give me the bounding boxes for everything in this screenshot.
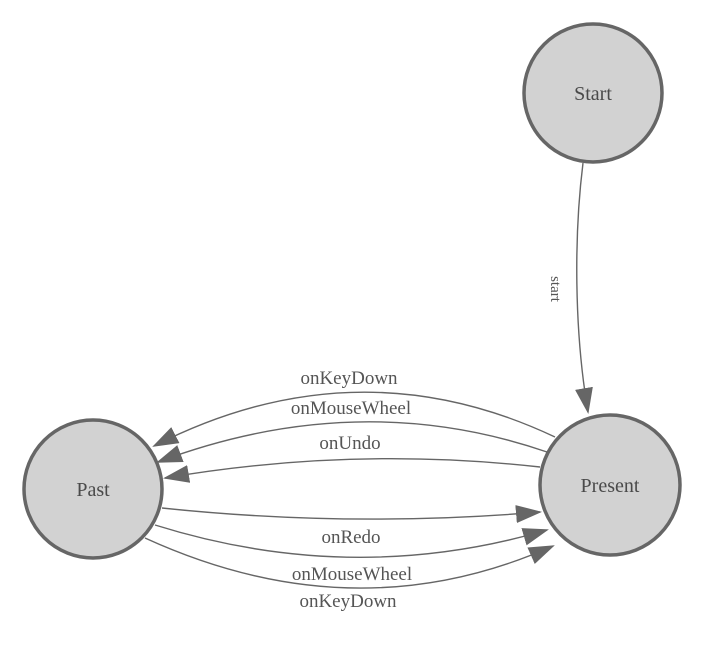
node-past[interactable]: Past	[22, 418, 164, 560]
node-start-circle[interactable]	[522, 22, 664, 164]
edge-present-to-past-onundo: onUndo	[163, 433, 541, 483]
node-present-circle[interactable]	[538, 413, 682, 557]
node-start[interactable]: Start	[522, 22, 664, 164]
edge-line-start	[575, 162, 593, 414]
edge-past-to-present-onredo: onRedo	[161, 505, 542, 548]
edge-label-onmousewheel-bottom: onMouseWheel	[292, 564, 412, 585]
node-past-circle[interactable]	[22, 418, 164, 560]
edge-present-to-past-onkeydown: onKeyDown	[152, 368, 556, 447]
edge-start-to-present: start	[547, 162, 593, 414]
edge-line-onkeydown-bottom	[144, 537, 555, 589]
node-start-label: Start	[574, 83, 612, 105]
edge-line-onkeydown-top	[152, 391, 556, 447]
node-present-label: Present	[581, 475, 640, 497]
edge-label-onundo: onUndo	[319, 433, 380, 454]
edge-present-to-past-onmousewheel: onMouseWheel	[156, 398, 548, 463]
node-past-label: Past	[76, 479, 110, 501]
edge-label-onmousewheel-top: onMouseWheel	[291, 398, 411, 419]
edge-line-onmousewheel-top	[156, 421, 548, 463]
edge-past-to-present-onkeydown: onKeyDown	[144, 537, 555, 612]
edge-line-onredo	[161, 505, 542, 524]
edge-line-onmousewheel-bottom	[154, 524, 549, 559]
edge-label-onredo: onRedo	[321, 527, 380, 548]
edge-line-onundo	[163, 457, 541, 483]
edge-label-start: start	[547, 276, 563, 303]
node-present[interactable]: Present	[538, 413, 682, 557]
edge-past-to-present-onmousewheel: onMouseWheel	[154, 524, 549, 585]
edge-label-onkeydown-top: onKeyDown	[300, 368, 398, 389]
edge-label-onkeydown-bottom: onKeyDown	[299, 591, 397, 612]
